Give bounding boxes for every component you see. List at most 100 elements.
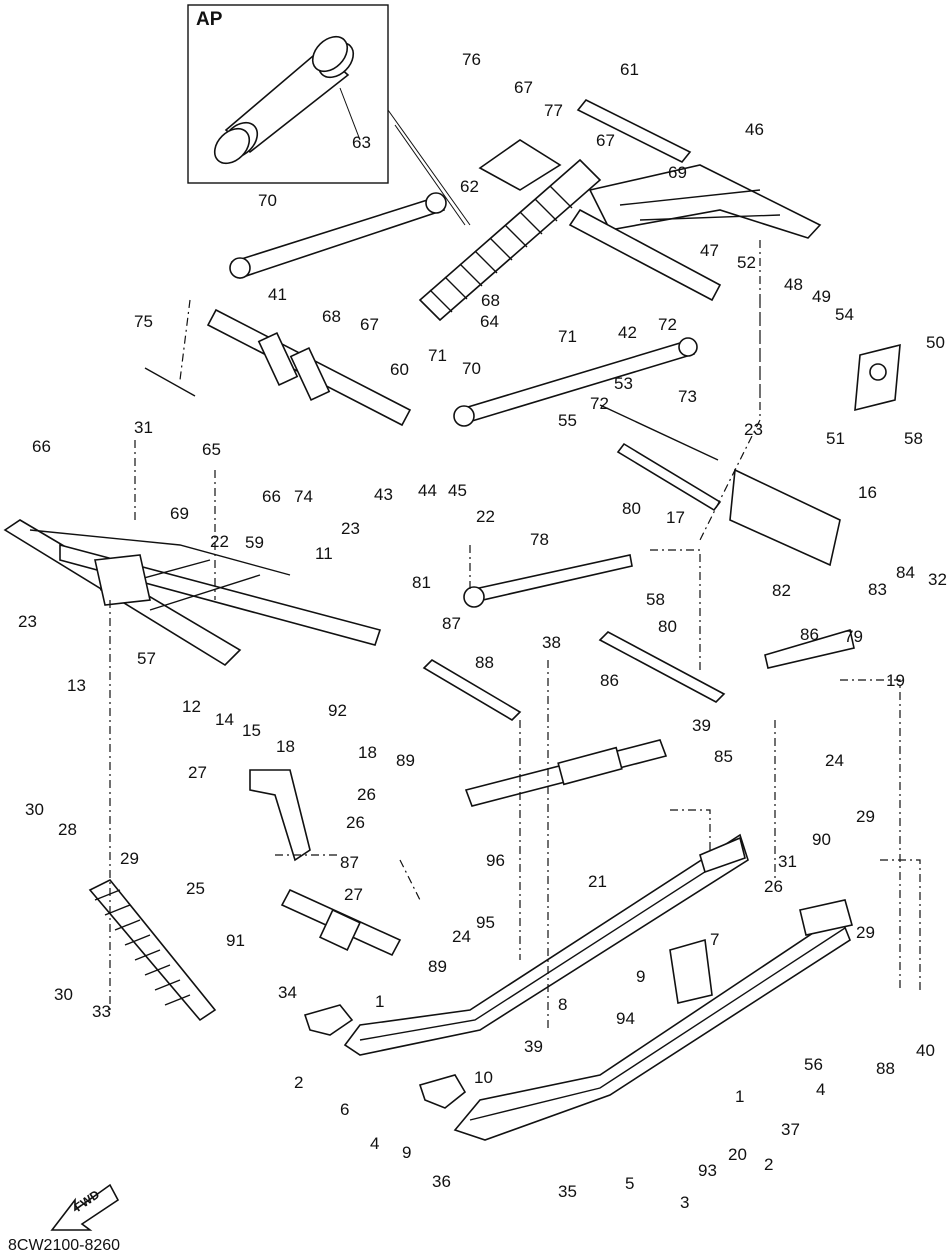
callout-50: 50 [926, 333, 945, 352]
shock-spring-62 [418, 139, 602, 322]
callout-30: 30 [54, 985, 73, 1004]
callout-38: 38 [542, 633, 561, 652]
callout-46: 46 [745, 120, 764, 139]
callout-24: 24 [452, 927, 471, 946]
callout-27: 27 [344, 885, 363, 904]
callout-45: 45 [448, 481, 467, 500]
callout-58: 58 [646, 590, 665, 609]
callout-78: 78 [530, 530, 549, 549]
callout-57: 57 [137, 649, 156, 668]
callout-80: 80 [658, 617, 677, 636]
callout-18: 18 [358, 743, 377, 762]
callout-51: 51 [826, 429, 845, 448]
callout-27: 27 [188, 763, 207, 782]
callout-95: 95 [476, 913, 495, 932]
callout-47: 47 [700, 241, 719, 260]
rear-shock-28 [88, 878, 217, 1022]
callout-93: 93 [698, 1161, 717, 1180]
callout-54: 54 [835, 305, 854, 324]
slide-rail-2 [453, 899, 853, 1141]
forward-arrow-icon: FWD [50, 1183, 120, 1231]
callout-67: 67 [514, 78, 533, 97]
callout-32: 32 [928, 570, 947, 589]
callout-68: 68 [322, 307, 341, 326]
callout-64: 64 [480, 312, 499, 331]
callout-7: 7 [710, 930, 719, 949]
callout-74: 74 [294, 487, 313, 506]
callout-4: 4 [370, 1134, 379, 1153]
callout-11: 11 [315, 544, 333, 563]
callout-68: 68 [481, 291, 500, 310]
callout-43: 43 [374, 485, 393, 504]
callout-66: 66 [32, 437, 51, 456]
callout-61: 61 [620, 60, 639, 79]
callout-34: 34 [278, 983, 297, 1002]
callout-62: 62 [460, 177, 479, 196]
callout-37: 37 [781, 1120, 800, 1139]
callout-36: 36 [432, 1172, 451, 1191]
callout-31: 31 [134, 418, 153, 437]
callout-83: 83 [868, 580, 887, 599]
callout-16: 16 [858, 483, 877, 502]
callout-6: 6 [340, 1100, 349, 1119]
callout-63: 63 [352, 133, 371, 152]
callout-2: 2 [764, 1155, 773, 1174]
callout-69: 69 [170, 504, 189, 523]
callout-9: 9 [636, 967, 645, 986]
callout-25: 25 [186, 879, 205, 898]
callout-70: 70 [462, 359, 481, 378]
callout-8: 8 [558, 995, 567, 1014]
callout-28: 28 [58, 820, 77, 839]
callout-40: 40 [916, 1041, 935, 1060]
callout-52: 52 [737, 253, 756, 272]
callout-26: 26 [357, 785, 376, 804]
callout-15: 15 [242, 721, 261, 740]
callout-42: 42 [618, 323, 637, 342]
callout-24: 24 [825, 751, 844, 770]
callout-12: 12 [182, 697, 201, 716]
callout-75: 75 [134, 312, 153, 331]
callout-69: 69 [668, 163, 687, 182]
callout-22: 22 [210, 532, 229, 551]
callout-88: 88 [475, 653, 494, 672]
callout-29: 29 [120, 849, 139, 868]
callout-18: 18 [276, 737, 295, 756]
callout-76: 76 [462, 50, 481, 69]
callout-33: 33 [92, 1002, 111, 1021]
callout-56: 56 [804, 1055, 823, 1074]
diagram-code: 8CW2100-8260 [8, 1237, 120, 1254]
callout-17: 17 [666, 508, 685, 527]
callout-1: 1 [375, 992, 384, 1011]
callout-10: 10 [474, 1068, 493, 1087]
callout-19: 19 [886, 671, 905, 690]
callout-86: 86 [800, 625, 819, 644]
callout-72: 72 [590, 394, 609, 413]
callout-41: 41 [268, 285, 287, 304]
callout-88: 88 [876, 1059, 895, 1078]
callout-26: 26 [346, 813, 365, 832]
callout-87: 87 [442, 614, 461, 633]
callout-20: 20 [728, 1145, 747, 1164]
callout-48: 48 [784, 275, 803, 294]
callout-9: 9 [402, 1143, 411, 1162]
callout-23: 23 [341, 519, 360, 538]
callout-77: 77 [544, 101, 563, 120]
callout-86: 86 [600, 671, 619, 690]
callout-71: 71 [428, 346, 447, 365]
callout-60: 60 [390, 360, 409, 379]
inset-title: AP [196, 9, 223, 30]
callout-90: 90 [812, 830, 831, 849]
callout-59: 59 [245, 533, 264, 552]
callout-23: 23 [18, 612, 37, 631]
callout-58: 58 [904, 429, 923, 448]
callout-44: 44 [418, 481, 437, 500]
callout-92: 92 [328, 701, 347, 720]
callout-66: 66 [262, 487, 281, 506]
callout-21: 21 [588, 872, 607, 891]
callout-31: 31 [778, 852, 797, 871]
callout-13: 13 [67, 676, 86, 695]
callout-71: 71 [558, 327, 577, 346]
callout-80: 80 [622, 499, 641, 518]
callout-84: 84 [896, 563, 915, 582]
callout-89: 89 [428, 957, 447, 976]
